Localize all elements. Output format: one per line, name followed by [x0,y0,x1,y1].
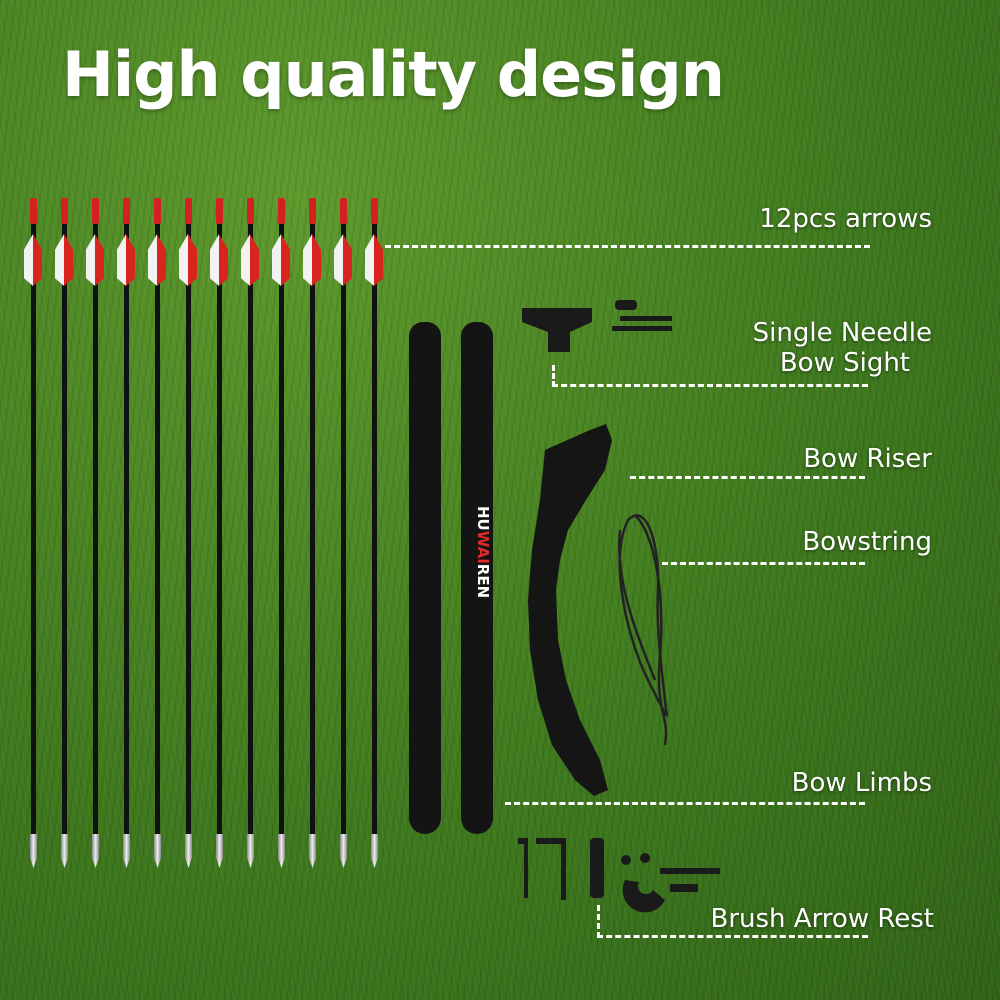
arrow-shaft [31,218,36,838]
arrow-shaft [310,218,315,838]
arrow-fletching-red [33,234,42,286]
arrow-fletching-white [117,234,126,286]
arrow [303,198,321,870]
arrow-nock [30,198,37,224]
arrow-fletching-white [55,234,64,286]
arrow-fletching-white [365,234,374,286]
leader-arrows [385,245,870,248]
arrow-shaft [279,218,284,838]
arrow-nock [309,198,316,224]
label-limbs: Bow Limbs [791,768,932,798]
arrow-fletching-red [343,234,352,286]
brand-logo: HUWAIREN [474,505,492,599]
arrow-fletching-white [334,234,343,286]
arrow-shaft [124,218,129,838]
arrow-nock [371,198,378,224]
arrow-fletching-red [219,234,228,286]
arrow-fletching-white [303,234,312,286]
arrow-fletching-red [374,234,383,286]
bow-limb-upper [409,322,441,834]
arrow-tip [123,834,130,868]
leader-sight [552,365,868,387]
leader-riser [630,476,865,479]
arrow-fletching-red [95,234,104,286]
arrow-fletching-red [250,234,259,286]
leader-limbs [505,802,865,805]
label-bowstring: Bowstring [802,527,932,557]
arrow-fletching-white [272,234,281,286]
arrow-tip [154,834,161,868]
leader-bowstring [662,562,865,565]
arrow-nock [247,198,254,224]
arrow-fletching-red [281,234,290,286]
arrow-nock [123,198,130,224]
arrow-tip [92,834,99,868]
arrow-nock [185,198,192,224]
arrow-nock [61,198,68,224]
headline: High quality design [62,38,725,111]
arrow-fletching-red [126,234,135,286]
arrow-fletching-white [241,234,250,286]
arrow-fletching-red [64,234,73,286]
arrow-fletching-white [86,234,95,286]
arrow-fletching-white [210,234,219,286]
arrow-fletching-red [188,234,197,286]
arrow-shaft [248,218,253,838]
arrow [55,198,73,870]
arrow [365,198,383,870]
arrow-tip [371,834,378,868]
arrow-nock [340,198,347,224]
arrow [117,198,135,870]
arrow-nock [154,198,161,224]
bow-limb-lower: HUWAIREN [461,322,493,834]
arrow-fletching-white [24,234,33,286]
arrow-fletching-red [157,234,166,286]
bow-riser [528,424,612,796]
leader-rest [597,905,868,938]
arrow [272,198,290,870]
bow-sight [522,300,672,352]
arrow-nock [216,198,223,224]
arrow-tip [61,834,68,868]
label-arrows: 12pcs arrows [759,204,932,234]
arrow-tip [309,834,316,868]
arrow-shaft [372,218,377,838]
arrow-shaft [341,218,346,838]
arrow [241,198,259,870]
label-riser: Bow Riser [803,444,932,474]
arrow [24,198,42,870]
arrow [179,198,197,870]
arrow [86,198,104,870]
arrow-tip [340,834,347,868]
arrow [334,198,352,870]
bowstring [618,514,669,746]
arrow-shaft [217,218,222,838]
arrow-rest-kit [518,838,720,913]
arrow-fletching-red [312,234,321,286]
arrow [148,198,166,870]
arrow-nock [278,198,285,224]
label-rest: Brush Arrow Rest [710,904,934,934]
arrow-shaft [62,218,67,838]
arrow-fletching-white [148,234,157,286]
arrow-nock [92,198,99,224]
arrow-fletching-white [179,234,188,286]
arrow-tip [185,834,192,868]
arrow-tip [247,834,254,868]
arrow-tip [278,834,285,868]
arrow-shaft [93,218,98,838]
arrow-shaft [155,218,160,838]
arrow-tip [216,834,223,868]
arrow [210,198,228,870]
arrow-tip [30,834,37,868]
arrow-shaft [186,218,191,838]
